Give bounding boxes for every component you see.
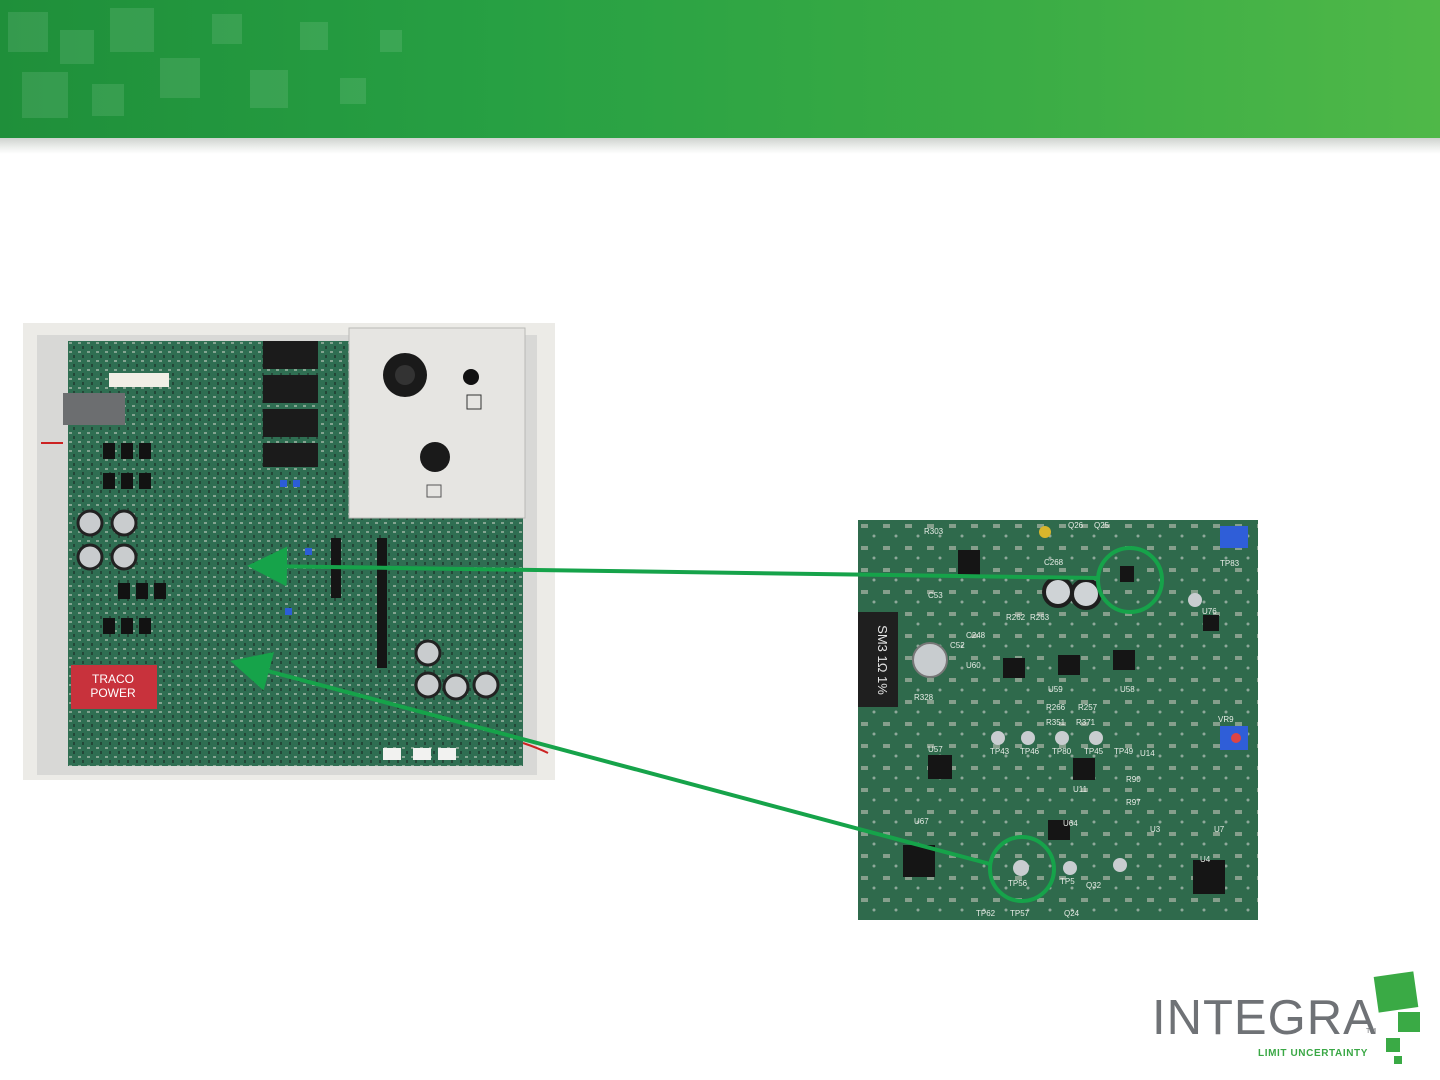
label-tp43: TP43 — [990, 747, 1010, 756]
label-r351: R351 — [1046, 718, 1066, 727]
logo-wordmark: INTEGRA — [1152, 994, 1377, 1043]
label-tp49: TP49 — [1114, 747, 1134, 756]
label-u76: U76 — [1202, 607, 1217, 616]
label-r328: R328 — [914, 693, 934, 702]
label-q32: Q32 — [1086, 881, 1102, 890]
label-u7: U7 — [1214, 825, 1225, 834]
label-u4: U4 — [1200, 855, 1211, 864]
label-q24: Q24 — [1064, 909, 1080, 918]
logo-square-medium — [1398, 1012, 1420, 1032]
label-c248: C248 — [966, 631, 986, 640]
circuit-board-photo: TRACO POWER — [23, 323, 555, 780]
label-u11: U11 — [1073, 785, 1088, 794]
header-banner — [0, 0, 1440, 138]
label-r371: R371 — [1076, 718, 1096, 727]
label-tp46: TP46 — [1020, 747, 1040, 756]
integra-logo: INTEGRA TM LIMIT UNCERTAINTY — [1150, 968, 1430, 1068]
header-shadow — [0, 138, 1440, 154]
label-r257: R257 — [1078, 703, 1098, 712]
label-u14: U14 — [1140, 749, 1155, 758]
label-u60: U60 — [966, 661, 981, 670]
label-tp5: TP5 — [1060, 877, 1075, 886]
label-tp80: TP80 — [1052, 747, 1072, 756]
label-c268: C268 — [1044, 558, 1064, 567]
traco-label-line2: POWER — [90, 686, 136, 700]
label-tp62: TP62 — [976, 909, 996, 918]
label-tp45: TP45 — [1084, 747, 1104, 756]
resistor-label: SM3 1Ω 1% — [875, 625, 890, 695]
zoomed-detail-photo: SM3 1Ω 1% R303 — [858, 520, 1258, 920]
logo-trademark: TM — [1366, 1028, 1376, 1035]
logo-square-small — [1386, 1038, 1400, 1052]
label-tp56: TP56 — [1008, 879, 1028, 888]
label-r263: R263 — [1030, 613, 1050, 622]
label-vr9: VR9 — [1218, 715, 1234, 724]
label-tp83: TP83 — [1220, 559, 1240, 568]
label-u59: U59 — [1048, 685, 1063, 694]
label-r90: R90 — [1126, 775, 1141, 784]
label-u57: U57 — [928, 745, 943, 754]
label-u58: U58 — [1120, 685, 1135, 694]
label-u3: U3 — [1150, 825, 1161, 834]
traco-label-line1: TRACO — [92, 672, 134, 686]
label-u64: U64 — [1063, 819, 1078, 828]
label-u67: U67 — [914, 817, 929, 826]
logo-square-tiny — [1394, 1056, 1402, 1064]
label-c52: C52 — [950, 641, 965, 650]
label-c53: C53 — [928, 591, 943, 600]
label-q26: Q26 — [1068, 521, 1084, 530]
label-r262: R262 — [1006, 613, 1026, 622]
label-r266: R266 — [1046, 703, 1066, 712]
label-r97: R97 — [1126, 798, 1141, 807]
label-r303: R303 — [924, 527, 944, 536]
logo-tagline: LIMIT UNCERTAINTY — [1258, 1048, 1368, 1059]
label-q25: Q25 — [1094, 521, 1110, 530]
logo-square-large — [1374, 971, 1419, 1012]
label-tp57: TP57 — [1010, 909, 1030, 918]
